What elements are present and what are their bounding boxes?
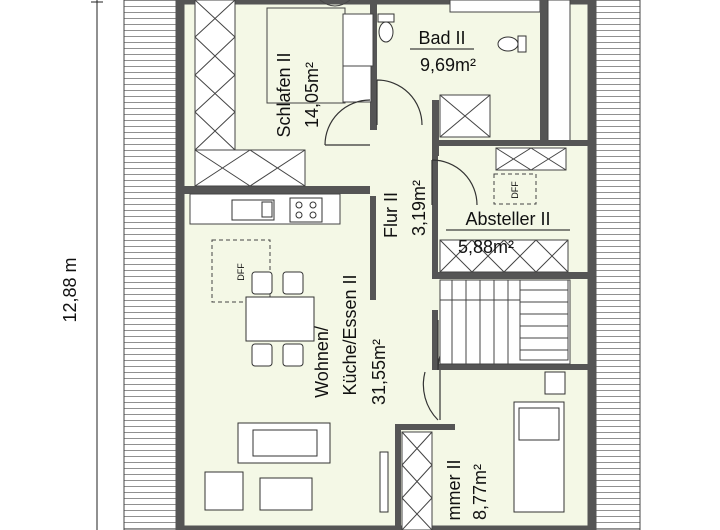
wardrobe-schlafen [194, 0, 236, 151]
shower-x [439, 94, 491, 138]
stove [289, 197, 323, 223]
dff-label-absteller: DFF [510, 181, 520, 199]
label-schlafen-area: 14,05m² [302, 62, 322, 128]
label-zimmer-name: mmer II [444, 460, 464, 521]
label-zimmer-area: 8,77m² [470, 464, 490, 520]
nightstand-schlafen [342, 65, 372, 103]
sofa-seat [252, 429, 318, 457]
dff-label-wohnen: DFF [236, 263, 246, 281]
armchair [204, 471, 244, 511]
roof-hatch-right [593, 0, 641, 530]
desk-zimmer [379, 451, 389, 513]
label-bad-area: 9,69m² [420, 55, 476, 75]
shaft-right [547, 0, 571, 143]
door-swing-zimmer [422, 371, 439, 421]
roof-hatch-left [123, 0, 179, 530]
label-bad-name: Bad II [418, 28, 465, 48]
door-flur-right [431, 159, 478, 206]
staircase [439, 279, 571, 365]
sink-basin [261, 201, 273, 218]
dining-table [245, 296, 315, 342]
bathtub [449, 0, 541, 13]
dining-chairs [251, 271, 304, 367]
pillow-schlafen [342, 13, 374, 67]
dimension-line [91, 0, 103, 530]
nightstand-zimmer [544, 371, 566, 395]
shelf-absteller-top-x [495, 147, 567, 171]
shelf-absteller-bottom [439, 239, 569, 273]
wardrobe-schlafen-bottom [194, 149, 306, 187]
label-wohnen-line1: Wohnen/ [312, 326, 332, 398]
label-flur-name: Flur II [381, 192, 401, 238]
toilet-left [377, 13, 395, 43]
label-absteller-name: Absteller II [465, 209, 550, 229]
wardrobe-top-curve [319, 0, 351, 7]
bad-right-wall [540, 0, 548, 142]
shelf-absteller-bottom-x [439, 239, 569, 273]
label-absteller-area: 5,88m² [458, 237, 514, 257]
pillow-zimmer [518, 407, 560, 441]
door-flur-left [324, 99, 371, 146]
skylight-wohnen [211, 239, 271, 303]
toilet-right [497, 35, 527, 53]
sofa [237, 422, 331, 464]
label-flur-area: 3,19m² [409, 180, 429, 236]
sink [231, 199, 275, 221]
bed-zimmer [513, 401, 565, 513]
coffee-table [259, 477, 313, 511]
door-schlafen [376, 79, 423, 126]
label-wohnen-line2: Küche/Essen II [340, 274, 360, 395]
skylight-absteller [493, 173, 537, 205]
dimension-label: 12,88 m [60, 257, 80, 322]
wardrobe-schlafen-bottom-x [194, 149, 306, 187]
wardrobe-schlafen-x [194, 0, 236, 151]
label-schlafen-name: Schlafen II [274, 52, 294, 137]
shelf-absteller-top [495, 147, 567, 171]
wardrobe-zimmer-x [401, 431, 433, 530]
label-wohnen-area: 31,55m² [369, 339, 389, 405]
